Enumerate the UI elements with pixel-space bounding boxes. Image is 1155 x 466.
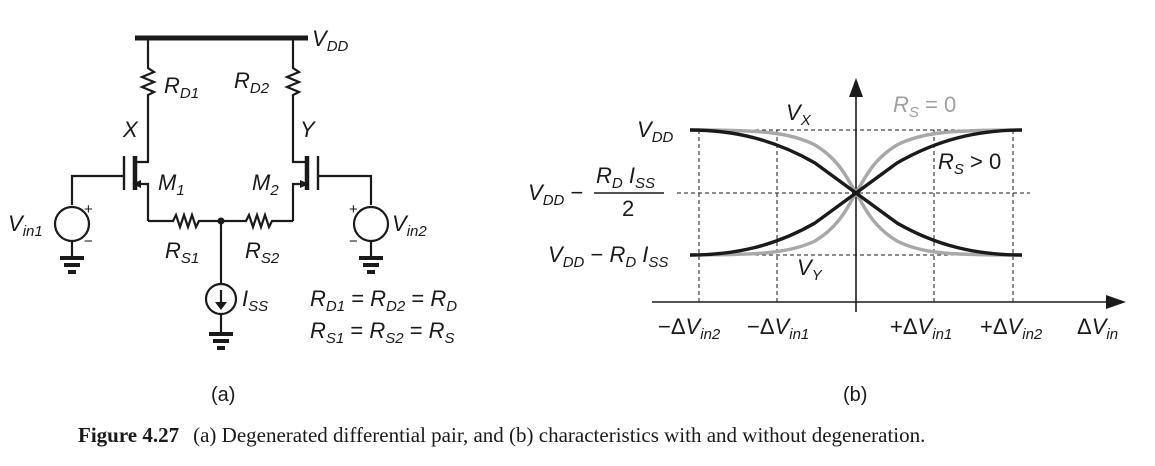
panel-b-label: (b) <box>843 384 867 406</box>
tick-pos-vin2: +ΔVin2 <box>980 314 1043 343</box>
panel-a-label: (a) <box>211 384 235 406</box>
figure-caption: Figure 4.27 (a) Degenerated differential … <box>78 423 925 447</box>
tick-neg-vin1: −ΔVin1 <box>747 314 809 343</box>
node-x-label: X <box>122 117 139 142</box>
vx-label: VX <box>786 100 812 129</box>
rs1-resistor <box>148 211 221 231</box>
tick-neg-vin2: −ΔVin2 <box>658 314 721 343</box>
rs2-resistor <box>221 211 293 231</box>
figure-number: Figure 4.27 <box>78 423 179 447</box>
m1-transistor <box>70 128 150 221</box>
eq-rd: RD1 = RD2 = RD <box>310 286 457 315</box>
vy-label: VY <box>797 255 823 284</box>
vy-curve-degenerated <box>689 128 1023 257</box>
vin2-source <box>352 205 390 274</box>
rd2-label: RD2 <box>234 68 270 97</box>
vin2-plus: + <box>349 201 358 218</box>
node-y-label: Y <box>300 117 316 142</box>
vmid-level-prefix: VDD − <box>528 180 583 209</box>
rs1-label: RS1 <box>165 238 199 267</box>
vin1-plus: + <box>84 201 93 218</box>
vin1-minus: − <box>84 233 93 250</box>
iss-label: ISS <box>242 286 268 315</box>
vmid-level-denominator: 2 <box>622 196 634 221</box>
transfer-characteristic: VDD VDD − RD ISS 2 VDD − RD ISS VX VY RS… <box>528 78 1126 406</box>
rd2-resistor <box>284 38 302 128</box>
m2-transistor <box>291 128 373 221</box>
vin1-label: Vin1 <box>8 211 43 240</box>
m2-label: M2 <box>252 170 279 199</box>
rs-zero-label: RS = 0 <box>893 92 956 121</box>
figure-caption-text: (a) Degenerated differential pair, and (… <box>193 423 925 447</box>
x-axis-arrow <box>1106 295 1126 309</box>
vin2-label: Vin2 <box>392 211 427 240</box>
m1-label: M1 <box>158 170 185 199</box>
circuit-schematic: VDD RD1 RD2 X Y M1 M2 <box>8 26 457 406</box>
x-axis-label: ΔVin <box>1077 314 1118 343</box>
vdd-label: VDD <box>312 26 349 55</box>
rs-positive-label: RS > 0 <box>938 149 1001 178</box>
vin2-minus: − <box>349 233 358 250</box>
iss-current-source <box>204 221 238 350</box>
rd1-label: RD1 <box>164 73 199 102</box>
vin1-source <box>53 205 91 274</box>
tick-pos-vin1: +ΔVin1 <box>890 314 952 343</box>
eq-rs: RS1 = RS2 = RS <box>310 318 455 347</box>
rs2-label: RS2 <box>245 238 280 267</box>
vlow-level-label: VDD − RD ISS <box>548 242 668 271</box>
vdd-level-label: VDD <box>637 117 674 146</box>
y-axis-arrow <box>849 78 863 97</box>
vmid-level-numerator: RD ISS <box>596 163 655 192</box>
rd1-resistor <box>139 38 157 128</box>
